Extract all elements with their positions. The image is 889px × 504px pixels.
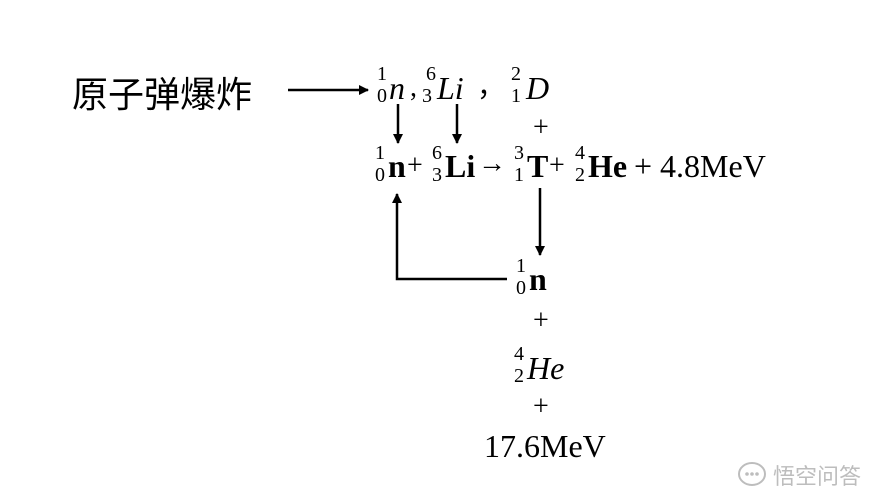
rx-n-mass: 1	[375, 142, 385, 164]
rx-energy: + 4.8MeV	[634, 148, 766, 184]
top-d-mass: 2	[511, 63, 521, 85]
top-n-mass: 1	[377, 63, 387, 85]
top-n-symbol: n	[389, 70, 405, 106]
top-li-mass: 6	[426, 63, 436, 85]
energy-bottom: 17.6MeV	[484, 428, 606, 464]
chat-bubble-icon	[738, 462, 766, 486]
top-comma-2: ，	[477, 72, 506, 103]
rx-t-atomic: 1	[514, 164, 524, 186]
rx-li-atomic: 3	[432, 164, 442, 186]
rx-he-mass: 4	[575, 142, 585, 164]
rx-plus-2: +	[549, 150, 565, 181]
top-comma-1: ,	[410, 72, 417, 103]
lower-n-symbol: n	[529, 261, 547, 297]
rx-n-symbol: n	[388, 148, 406, 184]
lower-he-symbol: He	[527, 350, 565, 386]
atomic-bomb-explosion-label: 原子弹爆炸	[72, 75, 253, 116]
top-d-symbol: D	[526, 70, 550, 106]
watermark: 悟空问答	[737, 459, 861, 491]
lower-he-mass: 4	[514, 343, 524, 365]
plus-top: +	[533, 112, 549, 143]
top-d-atomic: 1	[511, 85, 521, 107]
rx-t-mass: 3	[514, 142, 524, 164]
top-li-atomic: 3	[422, 85, 432, 107]
lower-n-atomic: 0	[516, 277, 526, 299]
watermark-text: 悟空问答	[773, 465, 862, 490]
rx-li-mass: 6	[432, 142, 442, 164]
rx-he-atomic: 2	[575, 164, 585, 186]
top-n-atomic: 0	[377, 85, 387, 107]
rx-plus-1: +	[407, 150, 423, 181]
rx-he-symbol: He	[588, 148, 628, 184]
top-li-symbol: Li	[437, 70, 464, 106]
rx-arrow: →	[478, 148, 506, 179]
lower-he-atomic: 2	[514, 365, 524, 387]
rx-t-symbol: T	[527, 148, 549, 184]
feedback-loop	[392, 193, 507, 281]
plus-mid: +	[533, 305, 549, 336]
lower-n-mass: 1	[516, 255, 526, 277]
plus-bottom: +	[533, 391, 549, 422]
rx-n-atomic: 0	[375, 164, 385, 186]
rx-li-symbol: Li	[445, 148, 476, 184]
